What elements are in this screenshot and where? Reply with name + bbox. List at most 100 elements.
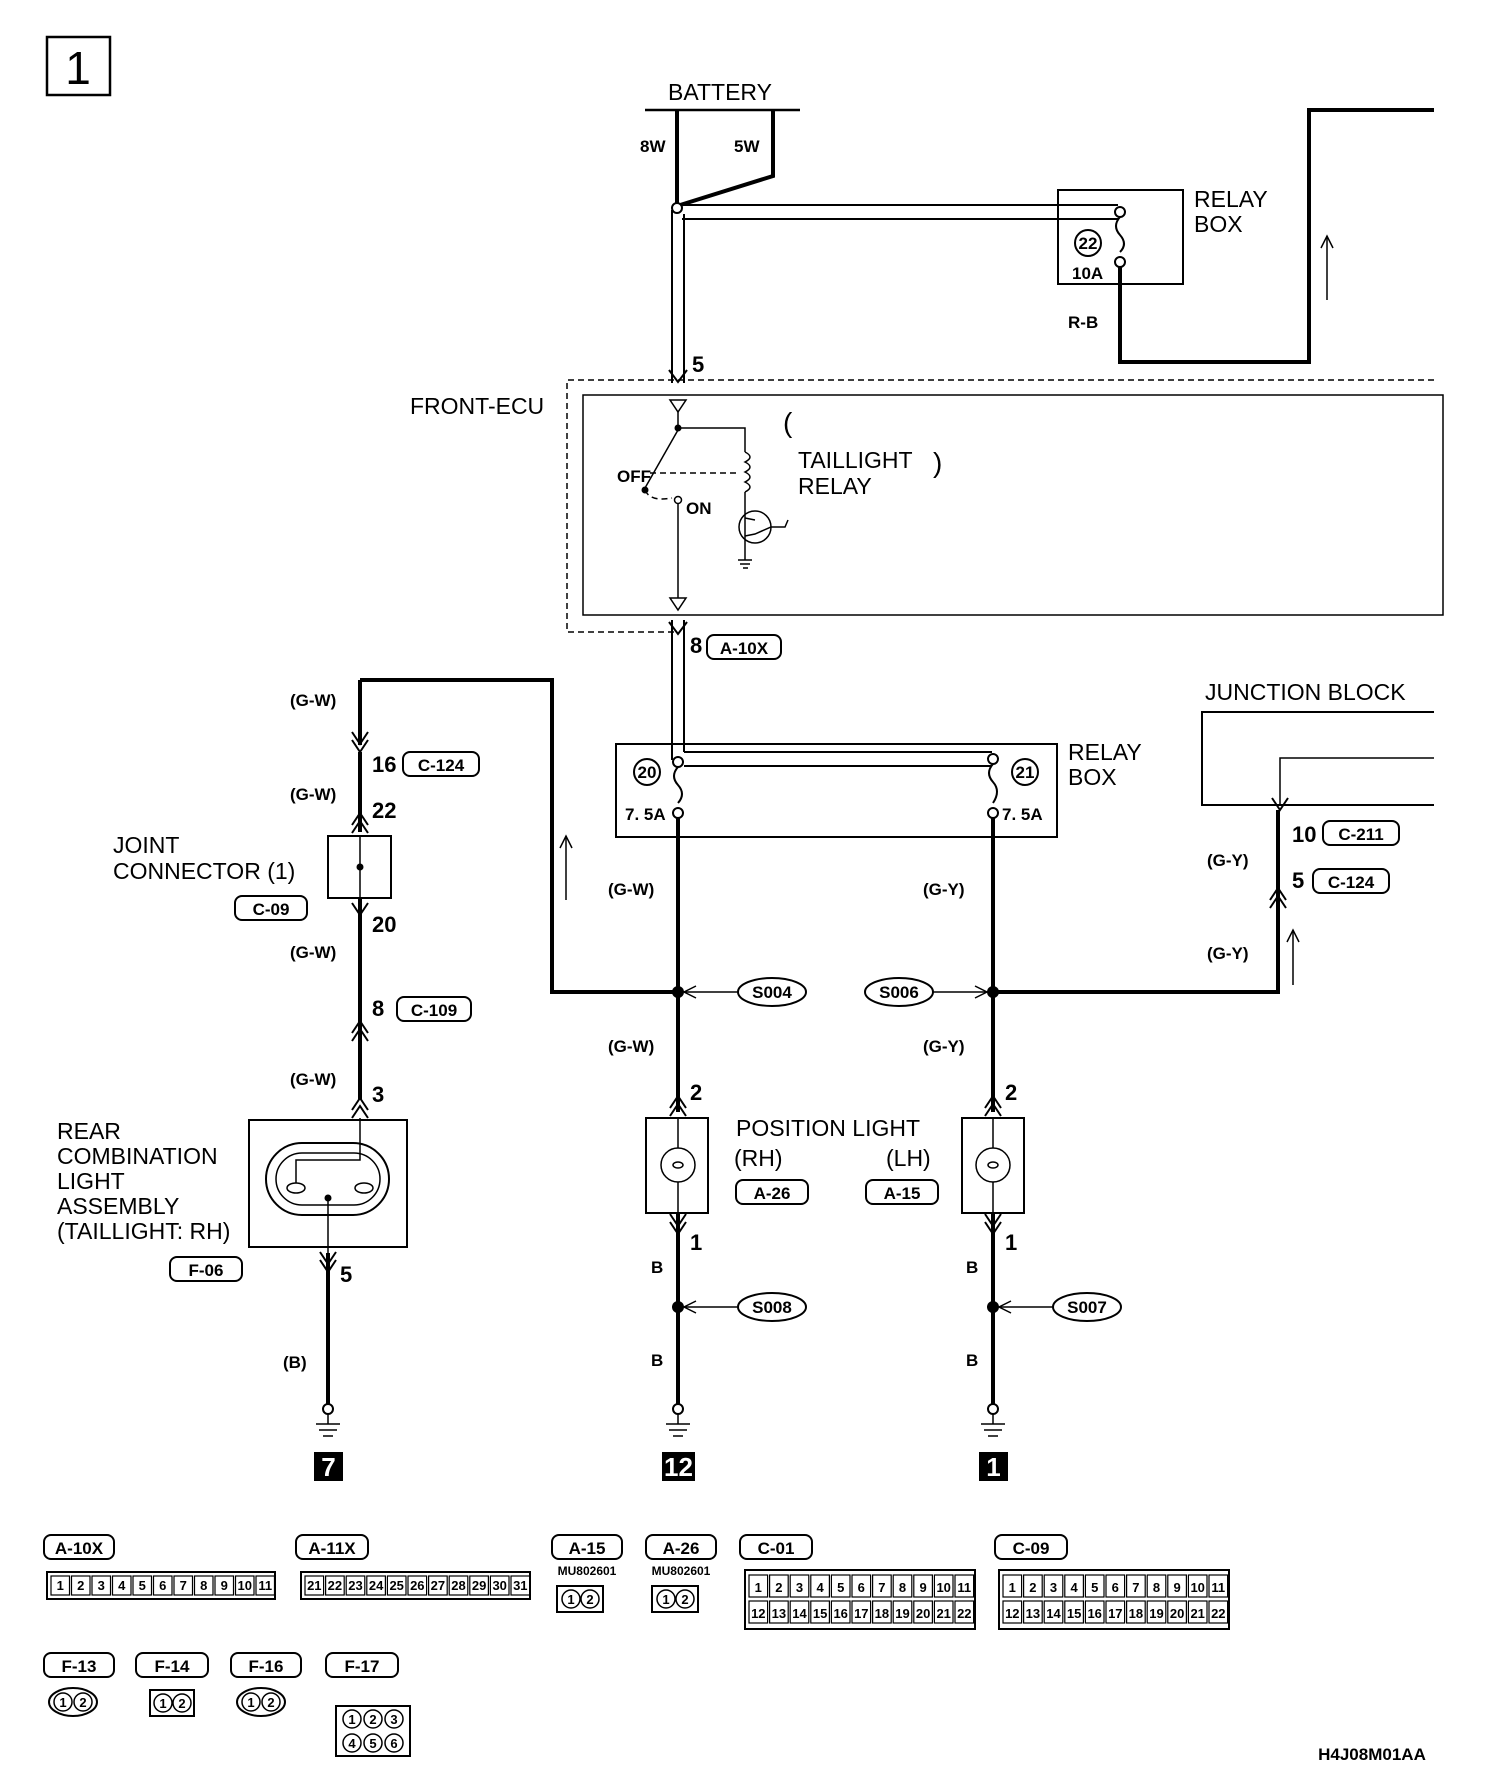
a10x-cell xyxy=(193,1575,214,1596)
a26-pin: 2 xyxy=(681,1592,688,1607)
f17-pin: 1 xyxy=(348,1712,355,1727)
f17-pin: 3 xyxy=(390,1712,397,1727)
c09-cell xyxy=(1043,1574,1064,1598)
c01-pin: 7 xyxy=(878,1580,885,1595)
c09-pin: 6 xyxy=(1112,1580,1119,1595)
taillight-relay-label-2: RELAY xyxy=(798,473,872,499)
splice-s006: S006 xyxy=(879,983,919,1002)
c01-cell xyxy=(810,1600,830,1624)
label-f16: F-16 xyxy=(249,1657,284,1676)
c09-cell xyxy=(1105,1574,1126,1598)
f14-pin: 1 xyxy=(159,1696,166,1711)
jb-pin-10: 10 xyxy=(1292,822,1316,847)
wire-gy-jb1: (G-Y) xyxy=(1207,851,1249,870)
paren-open: ( xyxy=(783,407,793,438)
c01-pin: 5 xyxy=(837,1580,844,1595)
front-ecu-label: FRONT-ECU xyxy=(410,393,544,419)
c09-pin: 3 xyxy=(1050,1580,1057,1595)
f17-pin-circle xyxy=(363,1733,383,1753)
a10x-pin: 8 xyxy=(200,1578,207,1593)
pin-16: 16 xyxy=(372,752,396,777)
label-c01: C-01 xyxy=(758,1539,795,1558)
part-a26: MU802601 xyxy=(652,1564,711,1578)
pin-3: 3 xyxy=(372,1082,384,1107)
jb-conn-c211: C-211 xyxy=(1338,825,1383,844)
rear-label-4: ASSEMBLY xyxy=(57,1193,179,1219)
label-f17: F-17 xyxy=(345,1657,380,1676)
c09-cell xyxy=(1187,1574,1208,1598)
a11x-cell xyxy=(407,1575,428,1596)
relay-box-top-label-2: BOX xyxy=(1194,211,1243,237)
c01-pin: 19 xyxy=(895,1606,909,1621)
a11x-pin: 25 xyxy=(389,1578,403,1593)
c09-cell xyxy=(1002,1574,1023,1598)
f16-pin-circle xyxy=(241,1692,261,1712)
a10x-cell xyxy=(234,1575,255,1596)
a11x-pin: 23 xyxy=(348,1578,362,1593)
c09-cell xyxy=(1043,1600,1064,1624)
a11x-pin: 31 xyxy=(513,1578,527,1593)
fuse-21-no: 21 xyxy=(1016,763,1035,782)
a10x-pin: 10 xyxy=(238,1578,252,1593)
f17-pin: 5 xyxy=(369,1736,376,1751)
c01-pin: 2 xyxy=(775,1580,782,1595)
f17-pin-circle xyxy=(384,1709,404,1729)
a11x-cell xyxy=(448,1575,469,1596)
c09-cell xyxy=(1064,1574,1085,1598)
pin-22: 22 xyxy=(372,798,396,823)
c01-cell xyxy=(748,1574,769,1598)
wire-gw-center-top: (G-W) xyxy=(608,880,654,899)
label-c09: C-09 xyxy=(1013,1539,1050,1558)
a10x-pin: 3 xyxy=(98,1578,105,1593)
junction-block-label: JUNCTION BLOCK xyxy=(1205,679,1406,705)
a11x-pin: 24 xyxy=(369,1578,384,1593)
a10x-cell xyxy=(173,1575,194,1596)
a10x-cell xyxy=(132,1575,153,1596)
c01-pin: 21 xyxy=(936,1606,950,1621)
a10x-cell xyxy=(152,1575,173,1596)
wire-b-right-1: B xyxy=(966,1258,978,1277)
conn-c09: C-09 xyxy=(253,900,290,919)
rear-label-2: COMBINATION xyxy=(57,1143,218,1169)
c01-pin: 3 xyxy=(796,1580,803,1595)
center-branch: (G-W) S004 (G-W) 2 1 B S008 B 12 POSITIO… xyxy=(608,818,939,1482)
c01-cell xyxy=(913,1574,933,1598)
junction-block: JUNCTION BLOCK 10 C-211 5 C-124 xyxy=(1201,679,1434,894)
c09-pin: 18 xyxy=(1129,1606,1143,1621)
c01-cell xyxy=(830,1574,851,1598)
pin-1-lh: 1 xyxy=(1005,1230,1017,1255)
position-light-lh-label: (LH) xyxy=(886,1145,931,1171)
battery: BATTERY 8W 5W xyxy=(640,79,800,214)
f14-pin-circle xyxy=(172,1693,192,1713)
c09-pin: 11 xyxy=(1211,1580,1225,1595)
c09-cell xyxy=(1022,1600,1043,1624)
c09-pin: 22 xyxy=(1211,1606,1225,1621)
c01-pin: 15 xyxy=(813,1606,827,1621)
a10x-pin: 2 xyxy=(77,1578,84,1593)
a10x-pin: 9 xyxy=(221,1578,228,1593)
rear-label-5: (TAILLIGHT: RH) xyxy=(57,1218,230,1244)
wire-r-b: R-B xyxy=(1068,313,1098,332)
a11x-cell xyxy=(469,1575,489,1596)
label-a10x: A-10X xyxy=(55,1539,104,1558)
a15-pin: 1 xyxy=(567,1592,574,1607)
c01-pin: 8 xyxy=(899,1580,906,1595)
c01-cell xyxy=(789,1574,810,1598)
jb-pin-5: 5 xyxy=(1292,868,1304,893)
c01-pin: 1 xyxy=(755,1580,762,1595)
c09-pin: 15 xyxy=(1067,1606,1081,1621)
relay-box-top-label-1: RELAY xyxy=(1194,186,1268,212)
f14-pin-circle xyxy=(153,1693,173,1713)
splice-s008: S008 xyxy=(752,1298,792,1317)
a10x-pin: 6 xyxy=(159,1578,166,1593)
c01-cell xyxy=(768,1574,789,1598)
c09-pin: 4 xyxy=(1070,1580,1078,1595)
a11x-pin: 21 xyxy=(307,1578,321,1593)
c09-pin: 19 xyxy=(1149,1606,1163,1621)
c09-pin: 5 xyxy=(1091,1580,1098,1595)
wire-b-right-2: B xyxy=(966,1351,978,1370)
f13-pin-circle xyxy=(73,1692,93,1712)
